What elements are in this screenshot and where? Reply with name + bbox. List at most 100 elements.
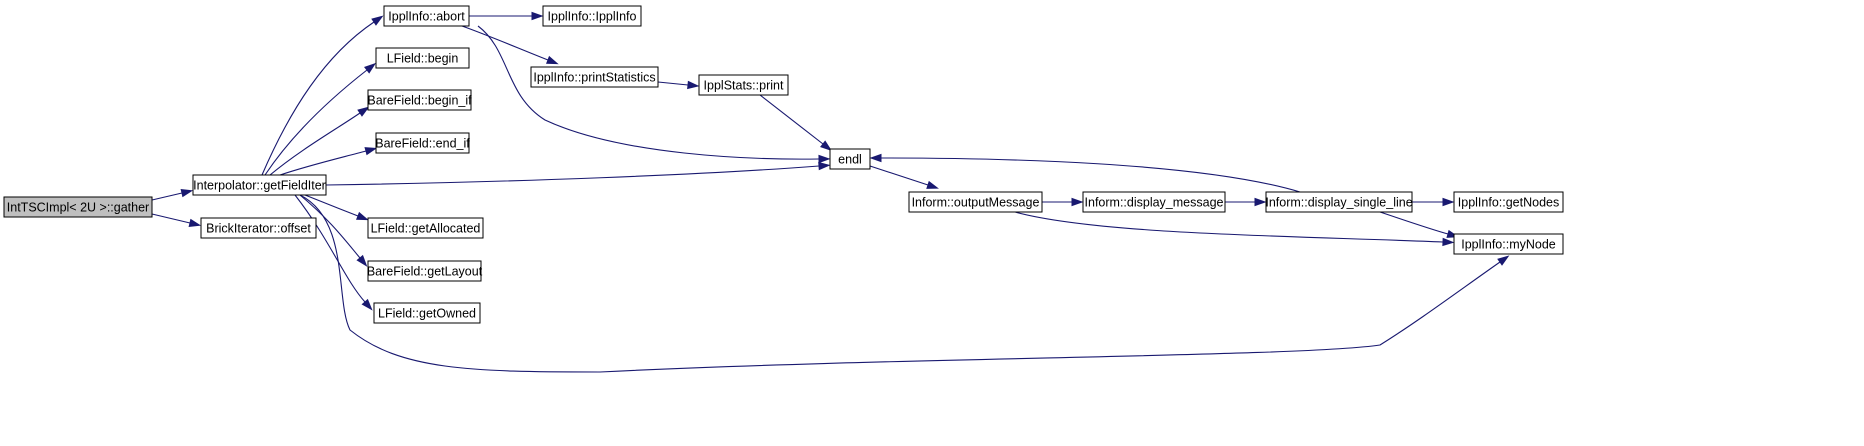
- edge-gather-to-brick-offset: [151, 213, 202, 227]
- node-get-field-iter[interactable]: Interpolator::getFieldIter: [192, 174, 327, 196]
- node-label: IpplInfo::IpplInfo: [548, 10, 637, 24]
- node-brick-offset[interactable]: BrickIterator::offset: [200, 217, 317, 239]
- nodes-layer: IntTSCImpl< 2U >::gather Interpolator::ge…: [3, 5, 1564, 324]
- node-get-allocated[interactable]: LField::getAllocated: [367, 217, 484, 239]
- node-box: [1453, 233, 1564, 255]
- node-label: BareField::end_if: [375, 137, 470, 151]
- node-label: Inform::outputMessage: [912, 196, 1040, 210]
- node-label: Inform::display_message: [1085, 196, 1224, 210]
- arrowhead-icon: [820, 140, 833, 152]
- edge-line: [151, 192, 183, 201]
- node-box: [530, 66, 659, 88]
- node-label: IpplStats::print: [704, 79, 784, 93]
- edge-abort-to-print-statistics: [461, 25, 559, 65]
- edge-display-single-line-to-my-node: [1379, 211, 1460, 238]
- edge-get-field-iter-to-get-layout: [299, 194, 368, 267]
- arrowhead-icon: [869, 153, 882, 163]
- node-label: BareField::begin_if: [367, 94, 472, 108]
- edge-line: [1014, 211, 1444, 243]
- arrowhead-icon: [364, 62, 377, 74]
- node-display-message[interactable]: Inform::display_message: [1082, 191, 1226, 213]
- edge-line: [477, 25, 820, 160]
- arrowhead-icon: [687, 80, 700, 90]
- node-box: [373, 302, 481, 324]
- node-box: [1082, 191, 1226, 213]
- node-label: LField::getAllocated: [371, 222, 481, 236]
- edge-display-message-to-display-single-line: [1225, 197, 1267, 207]
- node-label: IntTSCImpl< 2U >::gather: [7, 201, 149, 215]
- edge-line: [279, 150, 367, 176]
- node-display-single-line[interactable]: Inform::display_single_line: [1265, 191, 1413, 213]
- edge-get-field-iter-to-my-node: [299, 194, 1510, 373]
- node-box: [698, 74, 789, 96]
- node-label: IpplInfo::abort: [388, 10, 465, 24]
- node-label: LField::getOwned: [378, 307, 476, 321]
- node-print-statistics[interactable]: IpplInfo::printStatistics: [530, 66, 659, 88]
- edge-line: [304, 194, 359, 217]
- node-box: [383, 5, 470, 27]
- arrowhead-icon: [926, 180, 939, 189]
- edge-print-statistics-to-stats-print: [657, 80, 700, 90]
- node-box: [908, 191, 1043, 213]
- edge-line: [299, 194, 361, 259]
- arrowhead-icon: [364, 147, 378, 156]
- node-box: [1265, 191, 1413, 213]
- arrowhead-icon: [818, 161, 831, 171]
- edge-get-field-iter-to-get-allocated: [304, 194, 369, 221]
- node-my-node[interactable]: IpplInfo::myNode: [1453, 233, 1564, 255]
- arrowhead-icon: [818, 154, 831, 164]
- edge-get-field-iter-to-lfield-begin: [264, 62, 377, 176]
- arrowhead-icon: [1442, 197, 1455, 207]
- node-label: Interpolator::getFieldIter: [193, 179, 326, 193]
- node-output-message[interactable]: Inform::outputMessage: [908, 191, 1043, 213]
- node-label: IpplInfo::getNodes: [1458, 196, 1559, 210]
- node-box: [200, 217, 317, 239]
- edge-line: [325, 165, 820, 186]
- node-stats-print[interactable]: IpplStats::print: [698, 74, 789, 96]
- node-abort[interactable]: IpplInfo::abort: [383, 5, 470, 27]
- edge-line: [151, 213, 191, 224]
- edges-layer: [151, 11, 1510, 373]
- node-box: [367, 217, 484, 239]
- edge-abort-to-endl: [477, 25, 831, 164]
- arrowhead-icon: [356, 254, 368, 267]
- node-label: BareField::getLayout: [367, 265, 483, 279]
- edge-line: [880, 157, 1301, 193]
- node-label: endl: [838, 153, 862, 167]
- arrowhead-icon: [531, 11, 544, 21]
- node-box: [375, 47, 470, 69]
- node-box: [829, 148, 871, 170]
- node-label: IpplInfo::myNode: [1461, 238, 1556, 252]
- arrowhead-icon: [545, 55, 559, 65]
- edge-line: [299, 194, 1501, 373]
- node-lfield-begin[interactable]: LField::begin: [375, 47, 470, 69]
- edge-line: [869, 165, 929, 186]
- node-get-layout[interactable]: BareField::getLayout: [367, 260, 483, 282]
- node-gather[interactable]: IntTSCImpl< 2U >::gather: [3, 196, 153, 218]
- node-box: [375, 132, 470, 154]
- edge-line: [269, 112, 361, 176]
- node-begin-if[interactable]: BareField::begin_if: [367, 89, 472, 111]
- arrowhead-icon: [356, 211, 369, 221]
- arrowhead-icon: [1071, 197, 1084, 207]
- edge-line: [261, 21, 375, 176]
- node-get-owned[interactable]: LField::getOwned: [373, 302, 481, 324]
- node-label: LField::begin: [387, 52, 459, 66]
- edge-get-field-iter-to-abort: [261, 15, 384, 176]
- node-ipplinfo-ctor[interactable]: IpplInfo::IpplInfo: [542, 5, 642, 27]
- edge-line: [461, 25, 549, 61]
- edge-gather-to-get-field-iter: [151, 189, 194, 201]
- edge-line: [294, 194, 366, 303]
- node-end-if[interactable]: BareField::end_if: [375, 132, 470, 154]
- edge-line: [657, 81, 689, 86]
- node-box: [192, 174, 327, 196]
- arrowhead-icon: [361, 298, 373, 311]
- node-endl[interactable]: endl: [829, 148, 871, 170]
- arrowhead-icon: [357, 106, 370, 117]
- arrowhead-icon: [371, 15, 384, 26]
- node-label: IpplInfo::printStatistics: [533, 71, 655, 85]
- edge-line: [1379, 211, 1449, 235]
- node-get-nodes[interactable]: IpplInfo::getNodes: [1453, 191, 1564, 213]
- edge-abort-to-ipplinfo-ctor: [469, 11, 544, 21]
